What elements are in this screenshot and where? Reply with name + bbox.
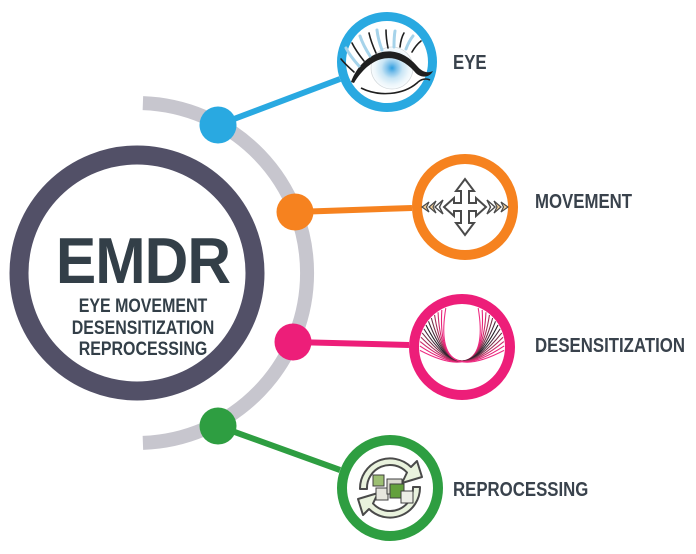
eye-lower-lid [360,78,431,95]
main-circle-ring [9,145,265,401]
main-subtitle: EYE MOVEMENT DESENSITIZATION REPROCESSIN… [29,296,257,361]
connector-line-movement [294,205,413,215]
item-label-movement: MOVEMENT [535,191,633,213]
eye-lashes-dark [340,29,422,73]
movement-arrows-icon [420,177,510,237]
eye-icon [340,28,433,95]
item-label-eye: EYE [453,52,487,74]
recycle-arrow-top [358,457,423,490]
item-circle-desensitization [409,294,515,400]
right-chevrons [486,199,510,215]
subtitle-line-2: DESENSITIZATION [71,317,215,339]
connector-line-desensitization [292,339,410,348]
connector-dot-reprocessing [199,407,237,445]
connector-line-eye [216,76,342,128]
eye-lashes-blue [344,28,415,68]
left-chevrons [420,199,444,215]
cross-arrows [442,177,488,237]
recycle-squares [372,474,414,504]
desensitization-waves-icon [419,307,505,363]
subtitle-line-1: EYE MOVEMENT [78,296,208,317]
connector-dot-desensitization [274,323,312,361]
connector-dot-movement [276,193,314,231]
main-title: EMDR [55,224,231,297]
connector-dot-eye [199,106,237,144]
connector-line-reprocessing [216,423,342,473]
item-label-desensitization: DESENSITIZATION [535,335,685,357]
eye-upper-lid [351,51,433,83]
reprocessing-recycle-icon [357,457,423,519]
subtitle-line-3: REPROCESSING [78,339,208,360]
item-label-reprocessing: REPROCESSING [453,479,589,501]
